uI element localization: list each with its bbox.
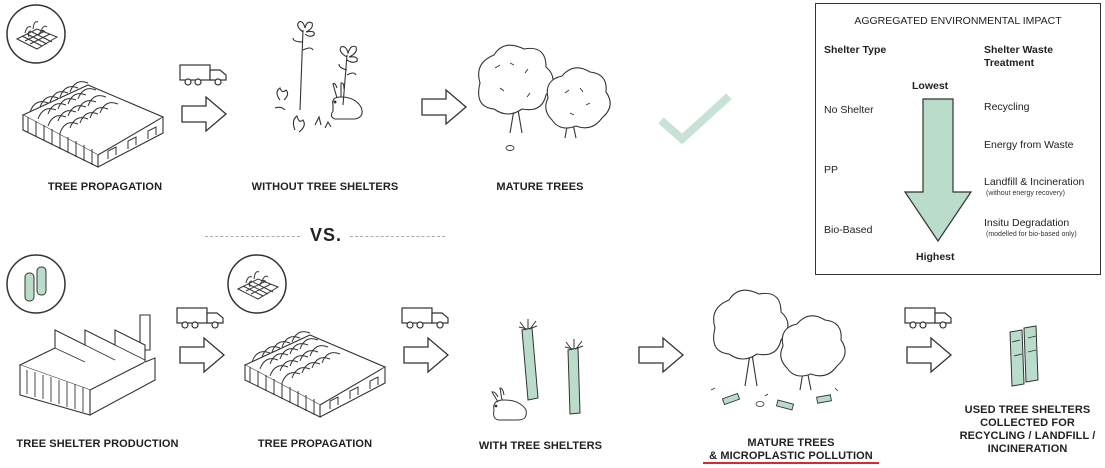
caption-tree-propagation-bottom: TREE PROPAGATION — [257, 438, 373, 450]
treatment-landfill-incineration: Landfill & Incineration — [984, 176, 1085, 188]
arrow-icon — [421, 88, 468, 126]
panel-title: AGGREGATED ENVIRONMENTAL IMPACT — [854, 15, 1062, 27]
caption-tree-propagation-top: TREE PROPAGATION — [47, 181, 163, 193]
arrow-icon — [906, 336, 953, 374]
tree-shelters-with-rabbit-illustration — [491, 319, 584, 421]
greenhouse-icon — [21, 81, 165, 168]
caption-used-shelters-line1: USED TREE SHELTERS — [964, 404, 1091, 416]
checkmark-icon — [658, 93, 732, 145]
vs-label: VS. — [310, 225, 343, 245]
shelter-type-bio-based: Bio-Based — [824, 224, 873, 236]
highest-label: Highest — [916, 251, 955, 263]
divider-line-left — [205, 236, 300, 237]
truck-icon — [401, 307, 449, 329]
caption-mature-trees-top: MATURE TREES — [496, 181, 584, 193]
seedling-tray-circle-icon — [227, 254, 287, 314]
caption-without-tree-shelters: WITHOUT TREE SHELTERS — [251, 181, 399, 193]
treatment-insitu-note: (modelled for bio-based only) — [986, 231, 1077, 238]
waste-treatment-header-line1: Shelter Waste — [984, 44, 1054, 56]
waste-treatment-header-line2: Treatment — [984, 57, 1035, 69]
arrow-icon — [638, 336, 685, 374]
arrow-icon — [403, 336, 450, 374]
greenhouse-icon — [243, 331, 387, 418]
arrow-icon — [181, 95, 228, 133]
treatment-recycling: Recycling — [984, 101, 1030, 113]
caption-used-shelters-line4: INCINERATION — [987, 443, 1068, 455]
factory-icon — [18, 314, 156, 416]
truck-icon — [904, 307, 952, 329]
shelter-tubes-circle-icon — [6, 254, 66, 314]
mature-trees-microplastic-illustration — [710, 289, 846, 411]
treatment-landfill-note: (without energy recovery) — [986, 190, 1065, 197]
caption-with-tree-shelters: WITH TREE SHELTERS — [478, 440, 603, 452]
seedling-tray-circle-icon — [6, 4, 66, 64]
shelter-type-no-shelter: No Shelter — [824, 104, 874, 116]
lowest-label: Lowest — [912, 80, 949, 92]
microplastic-underline — [703, 462, 879, 464]
caption-used-shelters-line2: COLLECTED FOR — [980, 417, 1075, 429]
shelter-type-header: Shelter Type — [824, 44, 887, 56]
caption-microplastic-pollution: & MICROPLASTIC POLLUTION — [709, 450, 873, 462]
treatment-energy-from-waste: Energy from Waste — [984, 139, 1074, 151]
arrow-icon — [179, 336, 226, 374]
impact-gradient-arrow-icon — [903, 98, 973, 243]
mature-trees-illustration — [478, 44, 611, 151]
divider-line-right — [350, 236, 445, 237]
caption-used-shelters-line3: RECYCLING / LANDFILL / — [959, 430, 1096, 442]
shelter-type-pp: PP — [824, 164, 839, 176]
used-tree-shelters-icon — [1009, 325, 1039, 387]
caption-tree-shelter-production: TREE SHELTER PRODUCTION — [16, 438, 179, 450]
truck-icon — [179, 64, 227, 86]
truck-icon — [176, 307, 224, 329]
aggregated-impact-panel: AGGREGATED ENVIRONMENTAL IMPACT Shelter … — [815, 3, 1101, 275]
treatment-insitu-degradation: Insitu Degradation — [984, 217, 1070, 229]
caption-mature-trees-bottom: MATURE TREES — [747, 437, 835, 449]
young-trees-with-rabbit-illustration — [274, 21, 363, 133]
